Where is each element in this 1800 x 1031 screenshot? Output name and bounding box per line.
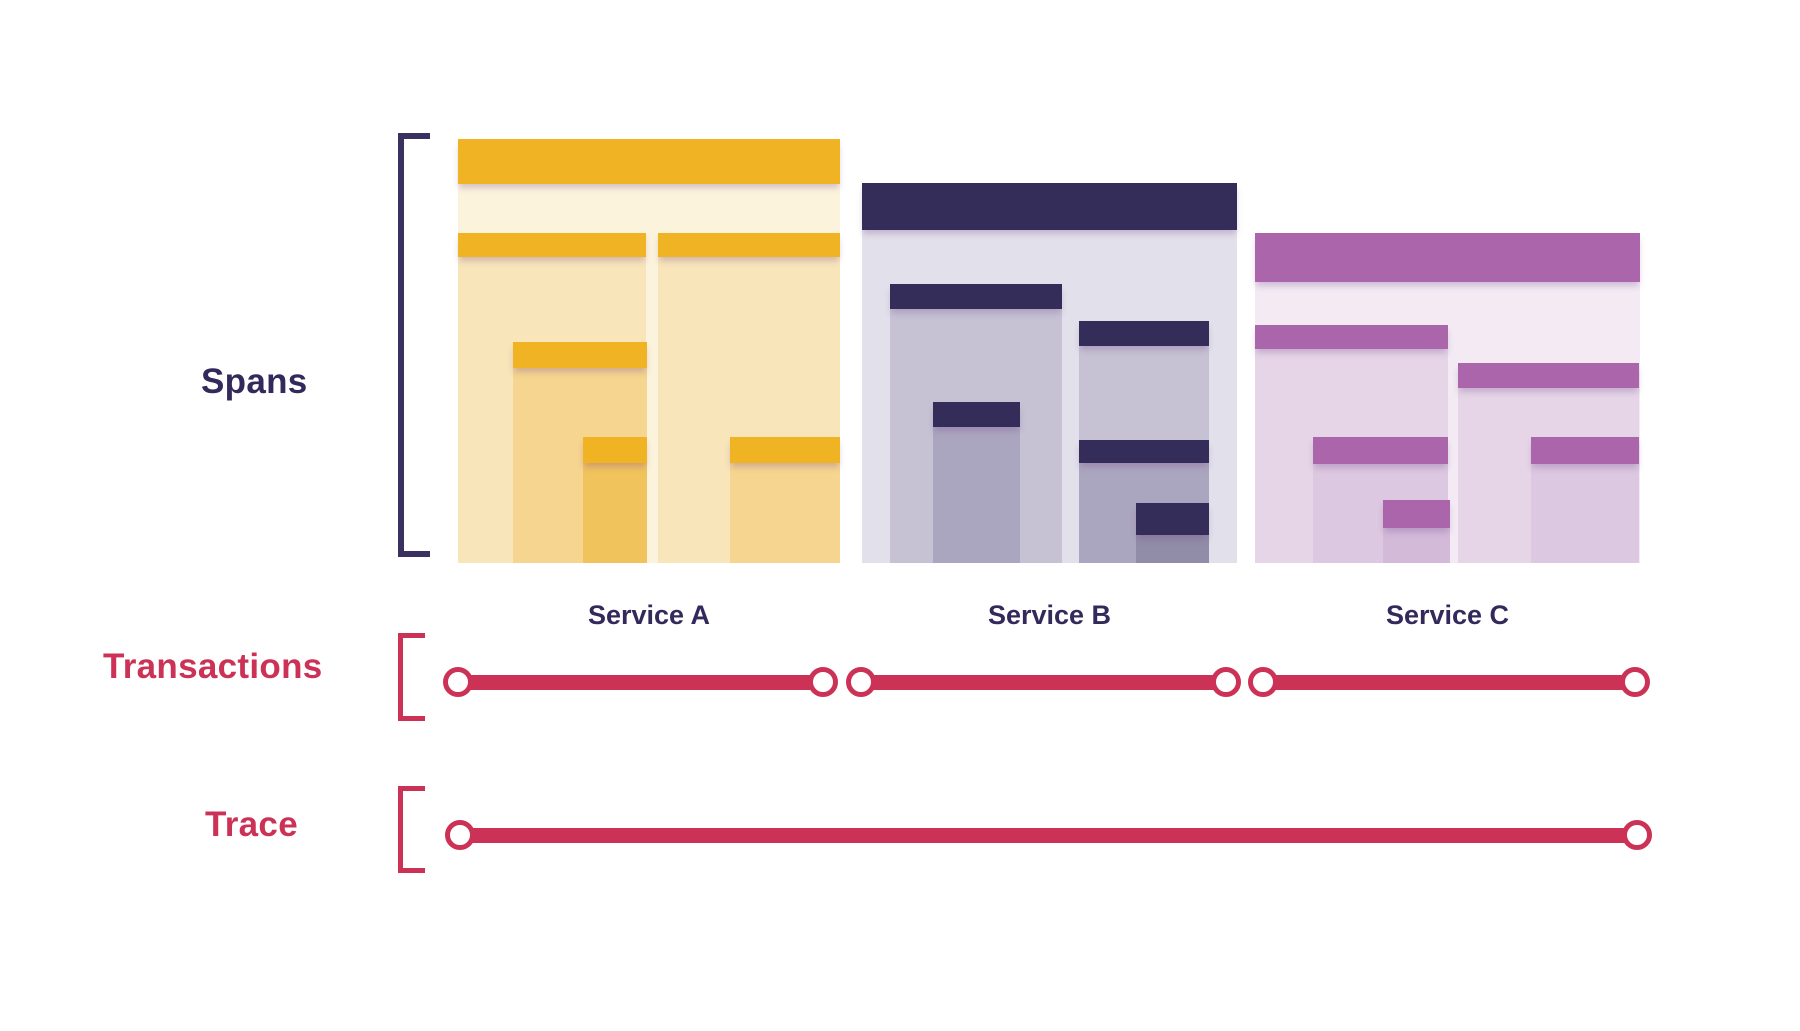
span-body (933, 427, 1020, 563)
span-bar (513, 342, 647, 368)
trace-line (460, 827, 1637, 843)
span-bar (1531, 437, 1639, 464)
trace-label: Trace (205, 805, 298, 844)
trace-start-dot (445, 820, 475, 850)
span-bar (1313, 437, 1448, 464)
span-bar (1383, 500, 1450, 528)
transaction-1-line (458, 674, 823, 690)
trace-end-dot (1622, 820, 1652, 850)
span-bar (583, 437, 647, 463)
span-bar (458, 139, 840, 184)
service-a-label: Service A (587, 600, 711, 630)
spans-bracket (398, 133, 430, 557)
service-b-label: Service B (987, 600, 1112, 630)
span-bar (1079, 440, 1209, 463)
span-bar (1079, 321, 1209, 346)
transactions-bracket (398, 633, 425, 721)
span-bar (862, 183, 1237, 230)
transaction-1-start-dot (443, 667, 473, 697)
span-body (730, 463, 840, 563)
transaction-3-line (1263, 674, 1635, 690)
spans-label: Spans (201, 362, 308, 401)
span-body (1383, 528, 1450, 563)
span-bar (658, 233, 840, 257)
span-bar (1255, 325, 1448, 349)
span-bar (1458, 363, 1639, 388)
service-c-label: Service C (1385, 600, 1510, 630)
span-bar (730, 437, 840, 463)
span-body (1136, 535, 1209, 563)
transaction-2-end-dot (1211, 667, 1241, 697)
transaction-3-start-dot (1248, 667, 1278, 697)
span-bar (1255, 233, 1640, 282)
transaction-1-end-dot (808, 667, 838, 697)
transaction-3-end-dot (1620, 667, 1650, 697)
span-bar (890, 284, 1062, 309)
span-body (583, 463, 647, 563)
trace-bracket (398, 786, 425, 873)
span-bar (458, 233, 646, 257)
transaction-2-start-dot (846, 667, 876, 697)
span-bar (1136, 503, 1209, 535)
transactions-label: Transactions (103, 647, 323, 686)
span-bar (933, 402, 1020, 427)
transaction-2-line (861, 674, 1226, 690)
span-body (1531, 464, 1639, 563)
